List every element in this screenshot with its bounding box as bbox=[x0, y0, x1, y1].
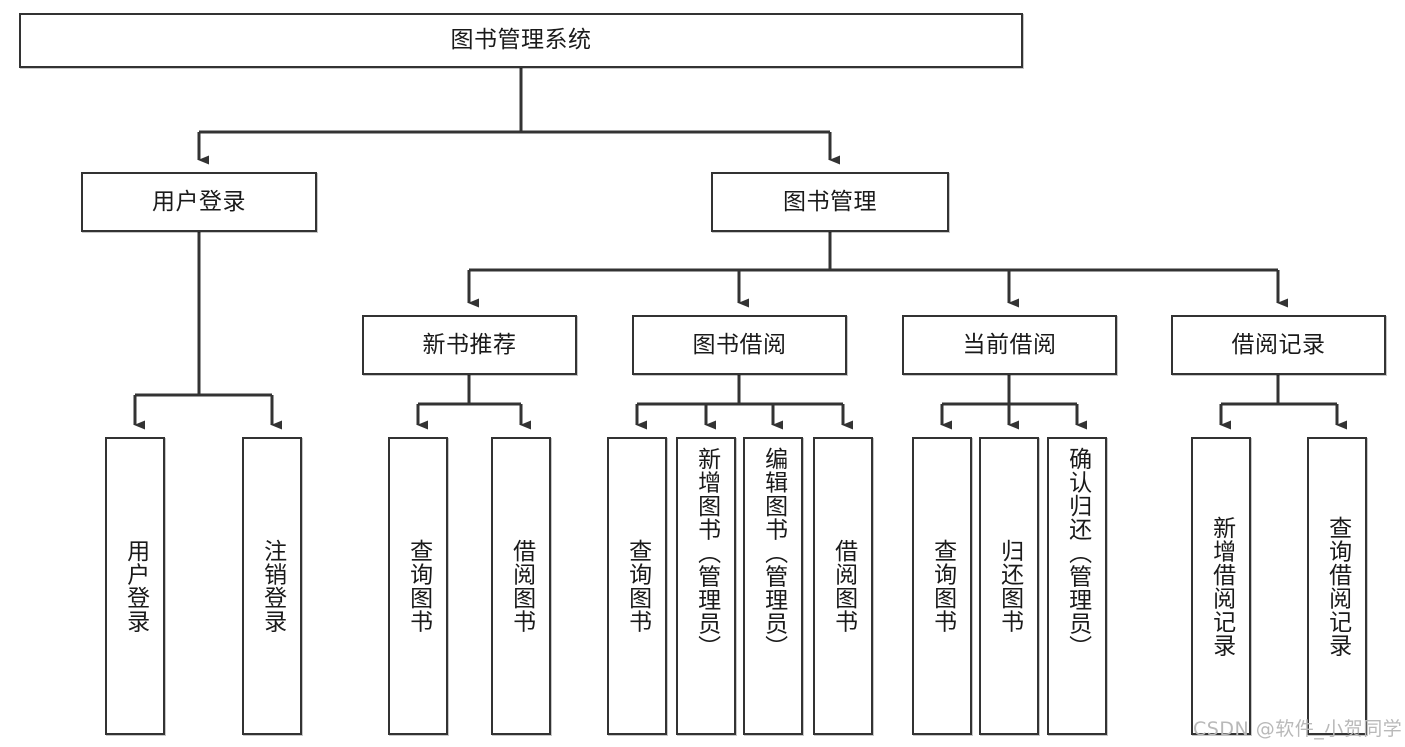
node-label: 注销登录 bbox=[259, 539, 286, 633]
leaf-return-book[interactable]: 归还图书 bbox=[979, 437, 1039, 735]
node-user-login[interactable]: 用户登录 bbox=[81, 172, 317, 232]
node-label: 归还图书 bbox=[996, 539, 1023, 633]
node-label: 图书借阅 bbox=[692, 331, 787, 358]
node-label: 确认归还（管理员） bbox=[1064, 447, 1091, 659]
node-label: 图书管理 bbox=[783, 188, 877, 215]
leaf-query-book-current[interactable]: 查询图书 bbox=[912, 437, 972, 735]
node-new-book-recommend[interactable]: 新书推荐 bbox=[362, 315, 577, 375]
leaf-add-book-admin[interactable]: 新增图书（管理员） bbox=[676, 437, 736, 735]
node-root-book-management-system[interactable]: 图书管理系统 bbox=[19, 13, 1023, 68]
node-book-manage[interactable]: 图书管理 bbox=[711, 172, 949, 232]
leaf-query-book-recommend[interactable]: 查询图书 bbox=[388, 437, 448, 735]
node-label: 编辑图书（管理员） bbox=[760, 447, 787, 659]
node-label: 新增图书（管理员） bbox=[693, 447, 720, 659]
node-current-borrow[interactable]: 当前借阅 bbox=[902, 315, 1117, 375]
node-label: 借阅图书 bbox=[508, 539, 535, 633]
leaf-borrow-book-recommend[interactable]: 借阅图书 bbox=[491, 437, 551, 735]
node-label: 当前借阅 bbox=[962, 331, 1057, 358]
leaf-query-book-borrow[interactable]: 查询图书 bbox=[607, 437, 667, 735]
node-label: 查询图书 bbox=[405, 539, 432, 633]
node-borrow-record[interactable]: 借阅记录 bbox=[1171, 315, 1386, 375]
leaf-borrow-book-borrow[interactable]: 借阅图书 bbox=[813, 437, 873, 735]
node-book-borrow[interactable]: 图书借阅 bbox=[632, 315, 847, 375]
node-label: 用户登录 bbox=[152, 188, 246, 215]
node-label: 借阅记录 bbox=[1231, 331, 1326, 358]
leaf-add-borrow-record[interactable]: 新增借阅记录 bbox=[1191, 437, 1251, 735]
leaf-user-logout[interactable]: 注销登录 bbox=[242, 437, 302, 735]
node-label: 查询图书 bbox=[624, 539, 651, 633]
leaf-confirm-return-admin[interactable]: 确认归还（管理员） bbox=[1047, 437, 1107, 735]
node-label: 新增借阅记录 bbox=[1208, 515, 1235, 657]
node-label: 新书推荐 bbox=[422, 331, 517, 358]
leaf-query-borrow-record[interactable]: 查询借阅记录 bbox=[1307, 437, 1367, 735]
leaf-edit-book-admin[interactable]: 编辑图书（管理员） bbox=[743, 437, 803, 735]
node-label: 查询借阅记录 bbox=[1324, 515, 1351, 657]
watermark-csdn: CSDN @软件_小贺同学 bbox=[1193, 718, 1403, 740]
node-label: 用户登录 bbox=[122, 539, 149, 633]
node-label: 借阅图书 bbox=[830, 539, 857, 633]
node-label: 查询图书 bbox=[929, 539, 956, 633]
leaf-user-login[interactable]: 用户登录 bbox=[105, 437, 165, 735]
node-label: 图书管理系统 bbox=[450, 27, 592, 54]
